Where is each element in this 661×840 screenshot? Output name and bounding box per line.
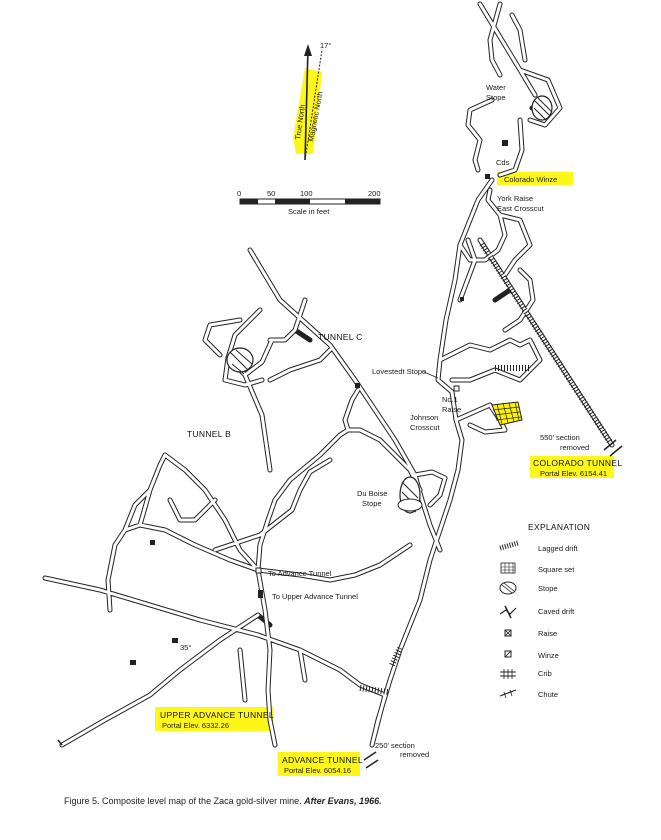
legend-square-set: Square set: [538, 565, 575, 574]
north-arrow-head-icon: [304, 44, 312, 56]
colorado-portal-label: Portal Elev. 6154.41: [540, 469, 607, 478]
scale-bar: 0 50 100 200 Scale in feet: [237, 189, 381, 216]
upper-advance-tunnel-label: UPPER ADVANCE TUNNEL: [160, 710, 274, 720]
scale-tick-0: 0: [237, 189, 241, 198]
advance-portal-label: Portal Elev. 6054.16: [284, 766, 351, 775]
section-250-label-2: removed: [400, 750, 429, 759]
scale-label: Scale in feet: [288, 207, 330, 216]
caption-text: Figure 5. Composite level map of the Zac…: [64, 796, 302, 806]
legend: EXPLANATION Lagged drift Square set Stop…: [499, 522, 590, 699]
scale-tick-200: 200: [368, 189, 381, 198]
tunnel-b-label: TUNNEL B: [187, 429, 231, 439]
caved-drift-icon: [499, 605, 517, 619]
legend-raise: Raise: [538, 629, 557, 638]
figure-caption: Figure 5. Composite level map of the Zac…: [64, 796, 382, 806]
advance-tunnel-label: ADVANCE TUNNEL: [282, 755, 363, 765]
colorado-tunnel-highlight: [530, 456, 614, 478]
scale-tick-50: 50: [267, 189, 275, 198]
lovestedt-stope-label: Lovestedt Stope: [372, 367, 426, 376]
magnetic-north-line: [304, 49, 323, 161]
cds-label: Cds: [496, 158, 510, 167]
raise-icon: [504, 629, 512, 637]
chute-icon: [499, 689, 517, 699]
square-set-icon: [500, 562, 516, 574]
angle-35-label: 35°: [180, 643, 191, 652]
duboise-stope-label-2: Stope: [362, 499, 382, 508]
no1-raise-label-2: Raise: [442, 405, 461, 414]
north-arrow-highlight: [293, 68, 322, 154]
crib-icon: [500, 669, 516, 679]
york-raise-label-2: East Crosscut: [497, 204, 545, 213]
tunnel-c-label: TUNNEL C: [318, 332, 363, 342]
legend-crib: Crib: [538, 669, 552, 678]
to-upper-advance-label: To Upper Advance Tunnel: [272, 592, 358, 601]
stope-icon: [499, 581, 517, 595]
caption-source: After Evans, 1966.: [304, 796, 382, 806]
tunnel-c-stope: [226, 347, 254, 373]
stopes: [226, 95, 553, 514]
legend-stope: Stope: [538, 584, 558, 593]
lagged-drift-icon: [499, 540, 519, 551]
lagged-drifts: [359, 242, 613, 695]
raise-symbols: [130, 140, 508, 665]
legend-chute: Chute: [538, 690, 558, 699]
johnson-crosscut-label-2: Crosscut: [410, 423, 441, 432]
portal-marks: [57, 439, 623, 769]
mine-map: True North Magnetic North 17° 0 50 100 2…: [42, 1, 623, 776]
colorado-winze-highlight: [497, 172, 573, 185]
advance-tunnel-highlight: [278, 752, 360, 776]
section-550-label-2: removed: [560, 443, 589, 452]
upper-advance-highlight: [155, 707, 273, 731]
york-raise-label-1: York Raise: [497, 194, 533, 203]
legend-winze: Winze: [538, 651, 559, 660]
colorado-tunnel-label: COLORADO TUNNEL: [533, 458, 622, 468]
legend-caved-drift: Caved drift: [538, 607, 575, 616]
water-stope-label-1: Water: [486, 83, 506, 92]
to-advance-label: To Advance Tunnel: [268, 569, 332, 578]
section-550-label-1: 550' section: [540, 433, 580, 442]
colorado-winze-label: Colorado Winze: [504, 175, 557, 184]
duboise-stope-label-1: Du Boise: [357, 489, 387, 498]
north-arrow: True North Magnetic North 17°: [293, 41, 331, 161]
legend-lagged-drift: Lagged drift: [538, 544, 579, 553]
true-north-line: [304, 47, 309, 161]
declination-label: 17°: [320, 41, 331, 50]
tunnel-network: [42, 1, 615, 748]
water-stope-label-2: Stope: [486, 93, 506, 102]
square-set-johnson: [491, 401, 523, 426]
no1-raise-label-1: No.1: [442, 395, 458, 404]
section-250-label-1: 250' section: [375, 741, 415, 750]
johnson-crosscut-label-1: Johnson: [410, 413, 438, 422]
winze-icon: [504, 650, 512, 658]
legend-title: EXPLANATION: [528, 522, 590, 532]
upper-advance-portal-label: Portal Elev. 6332.26: [162, 721, 229, 730]
scale-tick-100: 100: [300, 189, 313, 198]
